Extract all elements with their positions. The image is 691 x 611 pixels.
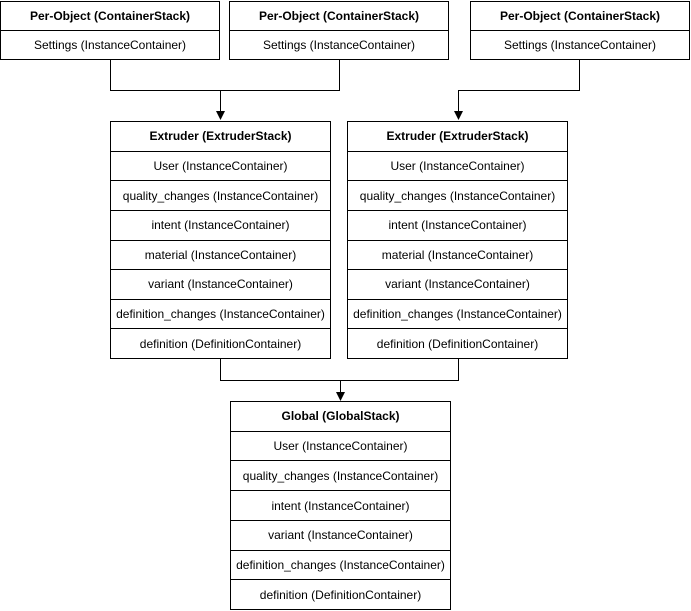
- node-row: quality_changes (InstanceContainer): [231, 460, 450, 490]
- per-object-stack-1: Per-Object (ContainerStack) Settings (In…: [0, 1, 220, 60]
- node-row: material (InstanceContainer): [348, 239, 567, 270]
- node-row: definition_changes (InstanceContainer): [231, 549, 450, 580]
- node-row: intent (InstanceContainer): [111, 209, 330, 240]
- node-row: User (InstanceContainer): [111, 150, 330, 181]
- node-row: definition (DefinitionContainer): [348, 328, 567, 358]
- node-title: Per-Object (ContainerStack): [499, 9, 661, 23]
- node-title: Extruder (ExtruderStack): [149, 129, 292, 144]
- node-row: definition_changes (InstanceContainer): [111, 298, 330, 329]
- global-stack: Global (GlobalStack) User (InstanceConta…: [230, 401, 451, 610]
- node-row: definition (DefinitionContainer): [231, 579, 450, 609]
- node-row: quality_changes (InstanceContainer): [348, 180, 567, 210]
- connector-per-object-to-extruder-2: [454, 60, 580, 120]
- node-row: intent (InstanceContainer): [231, 490, 450, 520]
- node-row: Settings (InstanceContainer): [1, 30, 219, 59]
- node-row: Settings (InstanceContainer): [230, 30, 448, 59]
- node-row: definition (DefinitionContainer): [111, 328, 330, 358]
- node-row: variant (InstanceContainer): [231, 519, 450, 550]
- node-row: Settings (InstanceContainer): [471, 30, 689, 59]
- extruder-stack-2: Extruder (ExtruderStack) User (InstanceC…: [347, 121, 568, 359]
- node-title: Global (GlobalStack): [281, 409, 400, 424]
- per-object-stack-3: Per-Object (ContainerStack) Settings (In…: [470, 1, 690, 60]
- connector-per-object-to-extruder-1: [110, 60, 340, 120]
- node-row: variant (InstanceContainer): [111, 269, 330, 299]
- node-row: quality_changes (InstanceContainer): [111, 180, 330, 210]
- node-title: Per-Object (ContainerStack): [29, 9, 191, 23]
- node-row: material (InstanceContainer): [111, 239, 330, 270]
- node-row: User (InstanceContainer): [231, 430, 450, 461]
- node-title: Per-Object (ContainerStack): [258, 9, 420, 23]
- node-row: User (InstanceContainer): [348, 150, 567, 181]
- node-row: definition_changes (InstanceContainer): [348, 298, 567, 329]
- node-title: Extruder (ExtruderStack): [386, 129, 529, 144]
- extruder-stack-1: Extruder (ExtruderStack) User (InstanceC…: [110, 121, 331, 359]
- per-object-stack-2: Per-Object (ContainerStack) Settings (In…: [229, 1, 449, 60]
- node-row: intent (InstanceContainer): [348, 209, 567, 240]
- node-row: variant (InstanceContainer): [348, 269, 567, 299]
- connector-extruders-to-global: [220, 359, 459, 401]
